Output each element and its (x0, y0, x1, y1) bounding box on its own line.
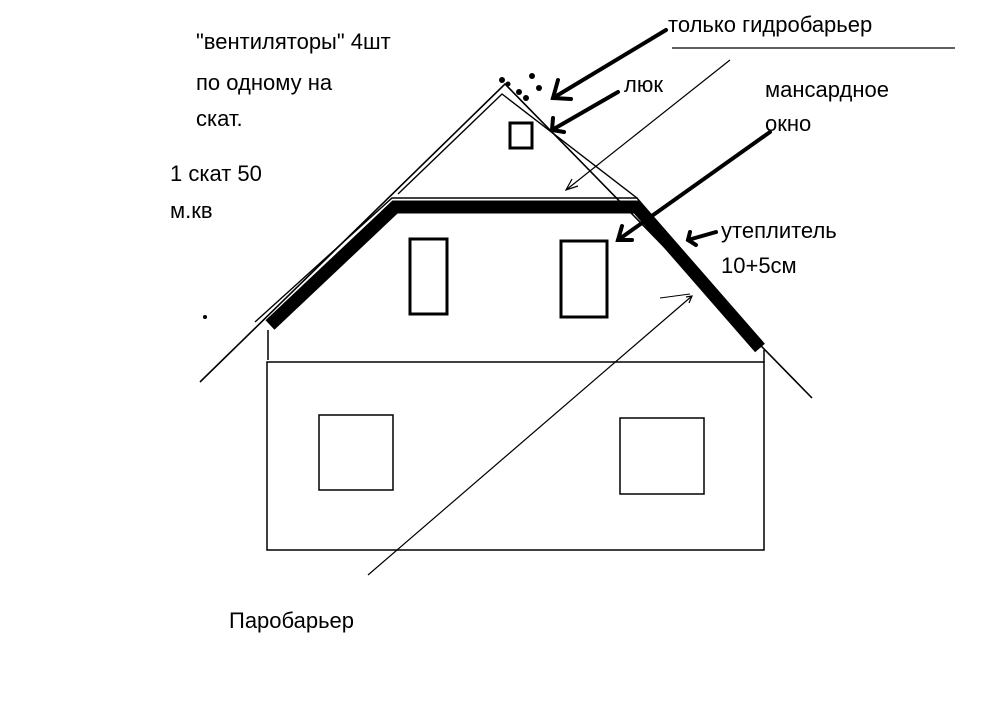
vapor-barrier-pointer (367, 295, 693, 576)
insulation-label-line1: утеплитель (721, 218, 837, 243)
ventilators-label-line3: скат. (196, 106, 243, 131)
hydro-barrier-pointer-head (564, 178, 579, 192)
lower-window-left (318, 414, 394, 491)
slope-area-label-line2: м.кв (170, 198, 213, 223)
hydro-barrier-pointer (565, 59, 731, 191)
attic-window-label-line2: окно (765, 111, 812, 136)
eave-accent (728, 318, 757, 348)
attic-window-right (559, 239, 609, 319)
slope-area-label-line1: 1 скат 50 (170, 161, 262, 186)
insulation-label-line2: 10+5см (721, 253, 797, 278)
hatch-square (508, 121, 534, 150)
ventilators-label-line2: по одному на (196, 70, 333, 95)
attic-window-left (408, 237, 449, 316)
stray-dot (203, 315, 207, 319)
lower-window-right (619, 417, 705, 495)
insulation-band (265, 200, 765, 353)
vapor-barrier-pointer-head (685, 295, 693, 304)
ventilator-arrow (550, 28, 668, 101)
hatch-arrow (549, 90, 620, 134)
hatch-label: люк (624, 72, 663, 97)
insulation-arrow (685, 230, 718, 247)
ventilators-label-line1: "вентиляторы" 4шт (196, 29, 391, 54)
attic-window-arrow (615, 130, 772, 242)
hydro-barrier-label: только гидробарьер (668, 12, 873, 37)
vapor-barrier-label: Паробарьер (229, 608, 355, 633)
vapor-barrier-tick (659, 293, 691, 299)
inner-gable-line (397, 93, 638, 199)
ventilators-icon (499, 73, 542, 101)
lower-floor-wall (266, 361, 765, 551)
attic-window-label-line1: мансардное (765, 77, 889, 102)
